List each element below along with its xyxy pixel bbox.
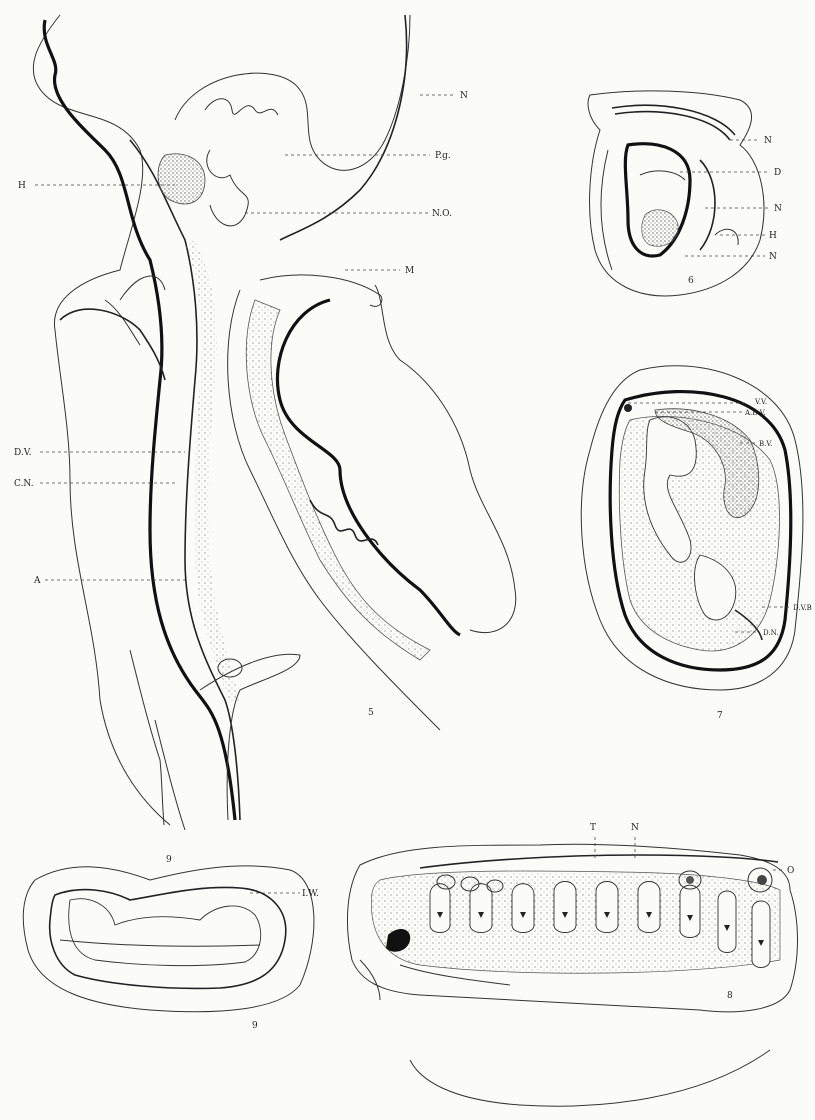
fig5-label-pg: P.g. [435, 151, 451, 161]
figure-5 [33, 15, 515, 830]
fig6-number: 6 [688, 276, 694, 286]
figure-7 [581, 366, 803, 690]
fig5-label-m: M [405, 266, 414, 276]
fig7-label-abv: A.B.V. [744, 409, 766, 417]
fig6-label-n-2: N [774, 204, 782, 214]
fig5-number: 5 [368, 708, 374, 718]
fig6-label-d: D [774, 168, 781, 178]
fig6-label-n-3: N [769, 252, 777, 262]
fig5-label-h: H [18, 181, 26, 191]
fig9-number-top: 9 [166, 855, 172, 865]
fig8-label-t: T [590, 823, 596, 833]
fig7-label-bv: B.V. [759, 440, 772, 448]
fig8-label-o: O [787, 866, 794, 876]
figure-9 [23, 866, 314, 1012]
fig6-label-n-1: N [764, 136, 772, 146]
fig5-label-a: A [33, 576, 41, 586]
fig5-label-dv: D.V. [14, 448, 32, 458]
fig5-label-no: N.O. [432, 209, 452, 219]
fig7-label-vv: V.V. [754, 398, 767, 406]
fig5-label-n: N [460, 91, 468, 101]
fig8-number: 8 [727, 991, 733, 1001]
fig5-label-cn: C.N. [14, 479, 34, 489]
fig8-label-n: N [631, 823, 639, 833]
figure-8 [347, 835, 797, 1106]
fig7-number: 7 [717, 711, 723, 721]
fig7-label-dn: D.N. [763, 629, 779, 637]
fig6-label-h: H [769, 231, 777, 241]
fig7-label-dvb: D.V.B [793, 604, 812, 612]
fig9-number-bottom: 9 [252, 1021, 258, 1031]
fig9-label-iw: I.W. [302, 889, 319, 899]
figure-6 [588, 91, 770, 296]
